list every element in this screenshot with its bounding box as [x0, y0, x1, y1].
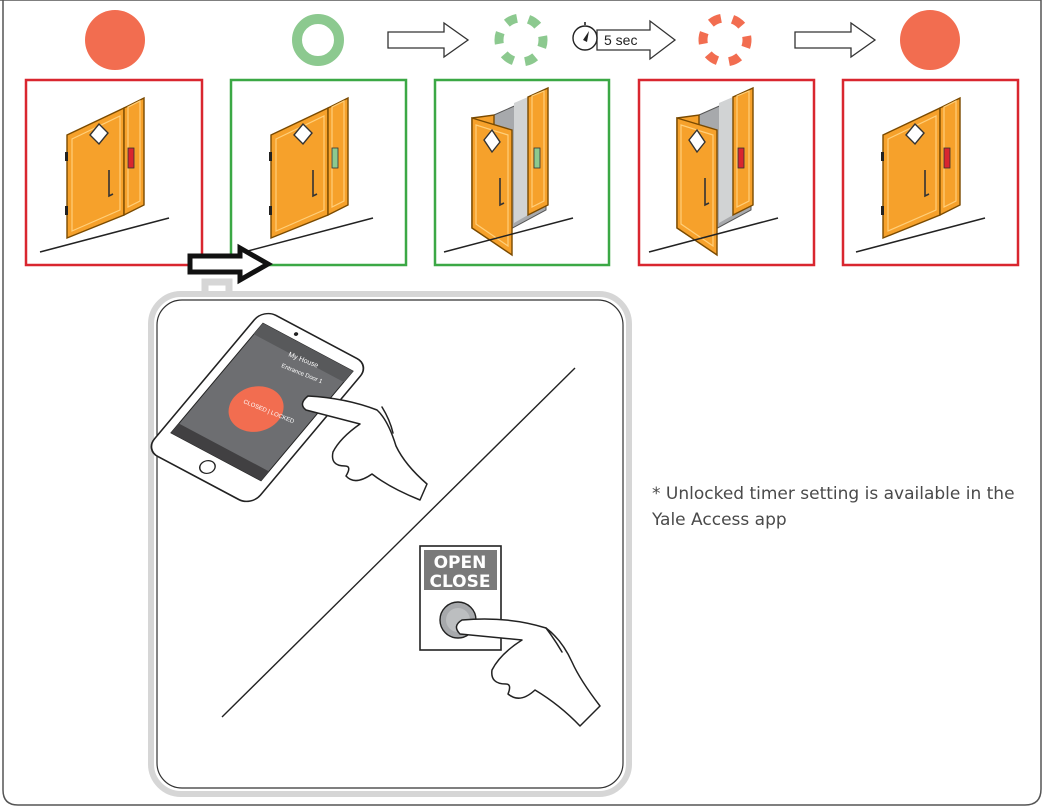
timer-note: * Unlocked timer setting is available in… — [652, 484, 1015, 530]
button-label-open: OPEN — [434, 553, 487, 573]
lock-light-red — [943, 147, 951, 169]
smartphone-icon: My House Entrance Door 1 CLOSED | LOCKED — [150, 312, 365, 503]
lock-light-green — [331, 147, 339, 169]
locked-indicator-2 — [900, 10, 960, 70]
door-state-1-locked-closed — [24, 78, 204, 267]
timer-arrow: 5 sec — [596, 19, 677, 61]
arrow-to-locked-state — [794, 22, 876, 58]
hand-phone — [301, 395, 428, 501]
lock-light-red — [127, 147, 135, 169]
stopwatch-icon — [572, 22, 598, 51]
button-label-close: CLOSE — [429, 572, 490, 592]
locked-indicator-1 — [85, 10, 145, 70]
unlocked-indicator — [292, 14, 344, 66]
unlocked-dashed-indicator — [494, 13, 548, 67]
door-state-4-locked-open — [637, 78, 816, 267]
lock-light-red — [737, 147, 745, 169]
timer-label: 5 sec — [604, 32, 637, 48]
arrow-to-open-state — [387, 22, 469, 58]
lock-light-green — [533, 147, 541, 169]
divider-diagonal — [221, 367, 576, 718]
door-state-2-unlocked-closed — [229, 78, 408, 267]
door-state-3-unlocked-open — [433, 78, 611, 267]
locked-dashed-indicator — [698, 13, 752, 67]
hand-button — [455, 618, 601, 727]
door-state-5-locked-closed — [841, 78, 1020, 267]
